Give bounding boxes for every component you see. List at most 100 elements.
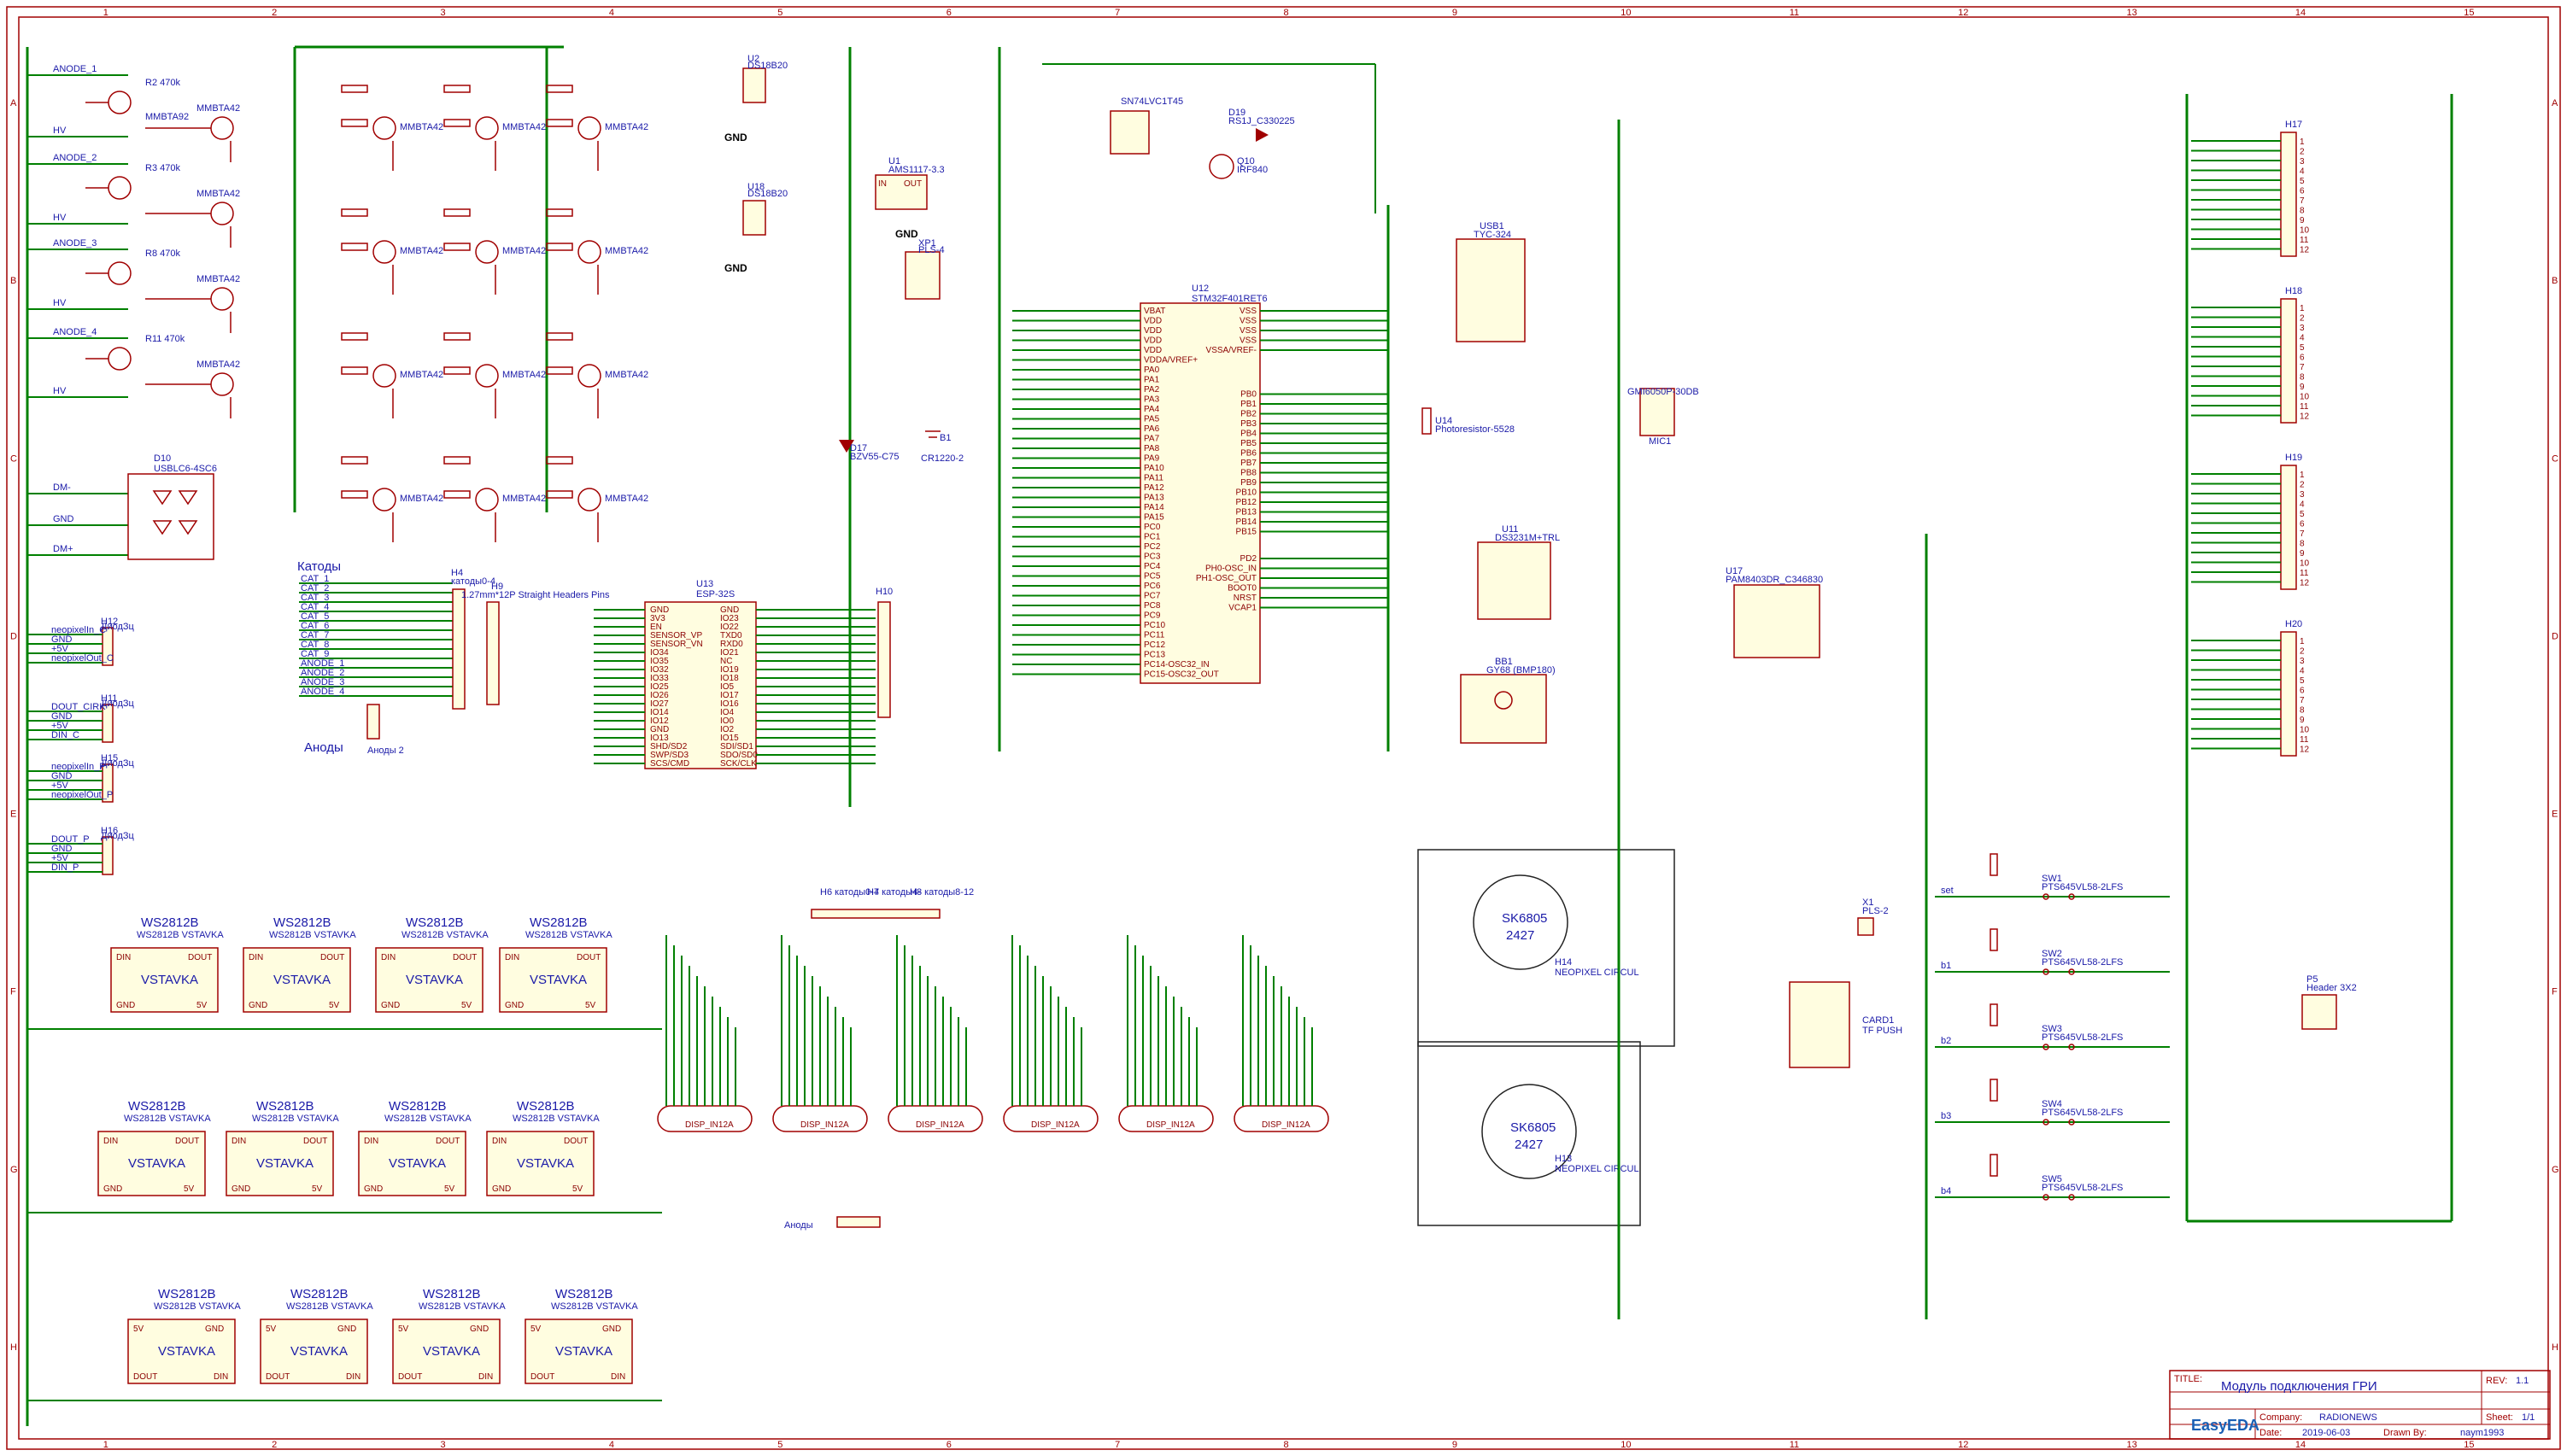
esp-pin-left: GND — [650, 725, 669, 734]
switch-contact — [2042, 968, 2049, 975]
anode-driver-block: R2 470k MMBTA92 MMBTA42 R3 470k MMBTA42 … — [85, 78, 240, 418]
right-header-pin: 7 — [2300, 196, 2305, 206]
stm-pin-right: PB9 — [1240, 478, 1257, 488]
ws2812b-body: VSTAVKA — [273, 973, 331, 987]
ws-pin: GND — [103, 1184, 122, 1194]
svg-text:MMBTA42: MMBTA42 — [196, 103, 240, 114]
header-value: ДиодЗц — [101, 622, 135, 632]
rev-value: 1.1 — [2516, 1376, 2529, 1386]
tube-label: DISP_IN12A — [1262, 1120, 1310, 1130]
stm-pin-right: PB12 — [1236, 498, 1257, 507]
right-header-pin: 7 — [2300, 696, 2305, 705]
right-header-pin: 12 — [2300, 246, 2310, 255]
right-header-pin: 8 — [2300, 706, 2305, 716]
right-header-pin: 1 — [2300, 637, 2305, 646]
column-tick: 8 — [1284, 8, 1289, 18]
stm-pin-left: PC4 — [1144, 562, 1161, 571]
ws-pin: 5V — [329, 1001, 340, 1010]
column-tick: 15 — [2464, 8, 2474, 18]
anodes-bottom-label: Аноды — [784, 1220, 813, 1231]
switch-contact — [2068, 1194, 2075, 1201]
stm-pin-right: PB8 — [1240, 469, 1257, 478]
switch-net: set — [1941, 886, 1954, 896]
usb-connector: USB1 TYC-324 — [1456, 221, 1526, 342]
column-tick: 1 — [103, 8, 108, 18]
ldo-regulator: U1 AMS1117-3.3 IN OUT GND — [875, 156, 945, 240]
left-net-labels: ANODE_1HVANODE_2HVANODE_3HVANODE_4HVDM-G… — [27, 64, 128, 556]
stm-pin-left: VDD — [1144, 326, 1162, 336]
column-ticks: 1122334455667788991010111112121313141415… — [103, 8, 2475, 1450]
ws2812b-led — [358, 1131, 466, 1196]
cathode-net: CAT_2 — [301, 583, 329, 594]
transistor — [577, 488, 601, 512]
tube-label: DISP_IN12A — [1146, 1120, 1195, 1130]
drawn-value: naym1993 — [2460, 1428, 2504, 1438]
resistor — [341, 456, 368, 465]
right-header-pin: 5 — [2300, 343, 2305, 353]
ws2812b-led — [110, 947, 219, 1013]
right-header-pin: 5 — [2300, 510, 2305, 519]
ws2812b-body: VSTAVKA — [423, 1344, 480, 1359]
right-pin-headers: H17123456789101112H18123456789101112H191… — [2191, 120, 2310, 757]
d10-value: USBLC6-4SC6 — [154, 464, 217, 474]
header-pin-net: +5V — [51, 781, 69, 791]
esp-pin-left: 3V3 — [650, 614, 665, 623]
zener-d17: D17 BZV55-C75 — [839, 440, 899, 462]
header-ref: H16 — [101, 826, 118, 836]
h10-header: H10 — [876, 587, 893, 718]
microphone: GMI6050P-30DB MIC1 — [1627, 387, 1699, 447]
resistor — [546, 456, 573, 465]
header-pin-net: GND — [51, 844, 73, 854]
esp-pin-left: IO14 — [650, 708, 669, 717]
ws2812b-title: WS2812B — [555, 1287, 613, 1301]
ws-pin: DIN — [492, 1137, 507, 1146]
row-tick: A — [2552, 98, 2558, 108]
esp-pin-right: GND — [720, 605, 739, 615]
header-pin-net: GND — [51, 711, 73, 722]
ws-pin: 5V — [572, 1184, 583, 1194]
svg-text:MMBTA42: MMBTA42 — [196, 360, 240, 370]
stm-pin-left: PA1 — [1144, 376, 1160, 385]
switch-ref: SW1 — [2042, 874, 2062, 884]
level-shifter: SN74LVC1T45 D19 RS1J_C330225 Q10 IRF840 — [1110, 96, 1295, 179]
resistor — [341, 366, 368, 375]
right-header-pin: 6 — [2300, 354, 2305, 363]
esp-pin-left: GND — [650, 605, 669, 615]
switch-pullup — [1990, 1003, 1998, 1026]
column-tick: 13 — [2127, 1440, 2137, 1450]
row-tick: D — [2552, 631, 2558, 641]
h13-count: 2427 — [1515, 1137, 1543, 1152]
esp-pin-right: IO0 — [720, 716, 735, 726]
ws2812b-subtitle: WS2812B VSTAVKA — [252, 1114, 339, 1124]
resistor — [443, 85, 471, 93]
resistor — [546, 243, 573, 251]
h13-value: NEOPIXEL CIRCUL — [1555, 1164, 1639, 1174]
row-tick: D — [10, 631, 17, 641]
right-header-ref: H20 — [2285, 619, 2302, 629]
right-header-pin: 3 — [2300, 157, 2305, 167]
cathodes-label: Катоды — [297, 559, 341, 574]
ws2812b-subtitle: WS2812B VSTAVKA — [384, 1114, 472, 1124]
ws-pin: 5V — [133, 1324, 144, 1334]
stm-pin-left: PA0 — [1144, 365, 1160, 375]
esp-pin-right: IO4 — [720, 708, 735, 717]
esp-pin-right: IO2 — [720, 725, 735, 734]
h4-header: H4 катоды0-4 — [451, 568, 495, 710]
transistor-value: MMBTA42 — [605, 246, 648, 256]
u17-value: PAM8403DR_C346830 — [1726, 575, 1823, 585]
stm-pin-right: BOOT0 — [1228, 584, 1257, 594]
header-value: ДиодЗц — [101, 831, 135, 841]
resistor — [341, 208, 368, 217]
transistor-value: MMBTA42 — [502, 370, 546, 380]
row-tick: C — [10, 453, 17, 464]
right-header-ref: H17 — [2285, 120, 2302, 130]
ws-pin: DOUT — [453, 953, 477, 962]
row-tick: B — [2552, 276, 2558, 286]
stm-pin-right: PB6 — [1240, 449, 1257, 459]
stm-pin-left: PA14 — [1144, 503, 1164, 512]
stm-pin-right: PB2 — [1240, 410, 1257, 419]
stm-pin-left: PA11 — [1144, 474, 1163, 483]
switch-contact — [2042, 1044, 2049, 1050]
switch-ref: SW4 — [2042, 1099, 2062, 1109]
